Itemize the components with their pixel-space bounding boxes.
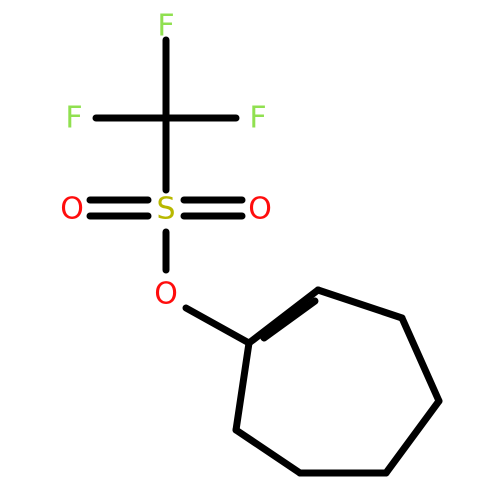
ring-bond-c1-c2 — [245, 286, 322, 347]
ring-bond-c1-c2-inner — [260, 297, 319, 342]
atom-f-left: F — [65, 101, 82, 136]
ring-bond-c7-c1 — [232, 339, 253, 434]
ring-bond-c2-c3 — [314, 286, 406, 322]
atom-o-left: O — [60, 192, 84, 227]
ring-bond-c4-c5 — [382, 397, 443, 477]
atom-o-right: O — [248, 192, 272, 227]
ring-bond-c3-c4 — [398, 314, 443, 405]
bond-o-ring — [182, 304, 253, 347]
atom-f-top: F — [157, 9, 174, 44]
atom-f-right: F — [249, 101, 266, 136]
atom-o-ester: O — [154, 277, 178, 312]
atom-s: S — [156, 192, 175, 227]
ring-bond-c6-c7 — [232, 426, 304, 477]
